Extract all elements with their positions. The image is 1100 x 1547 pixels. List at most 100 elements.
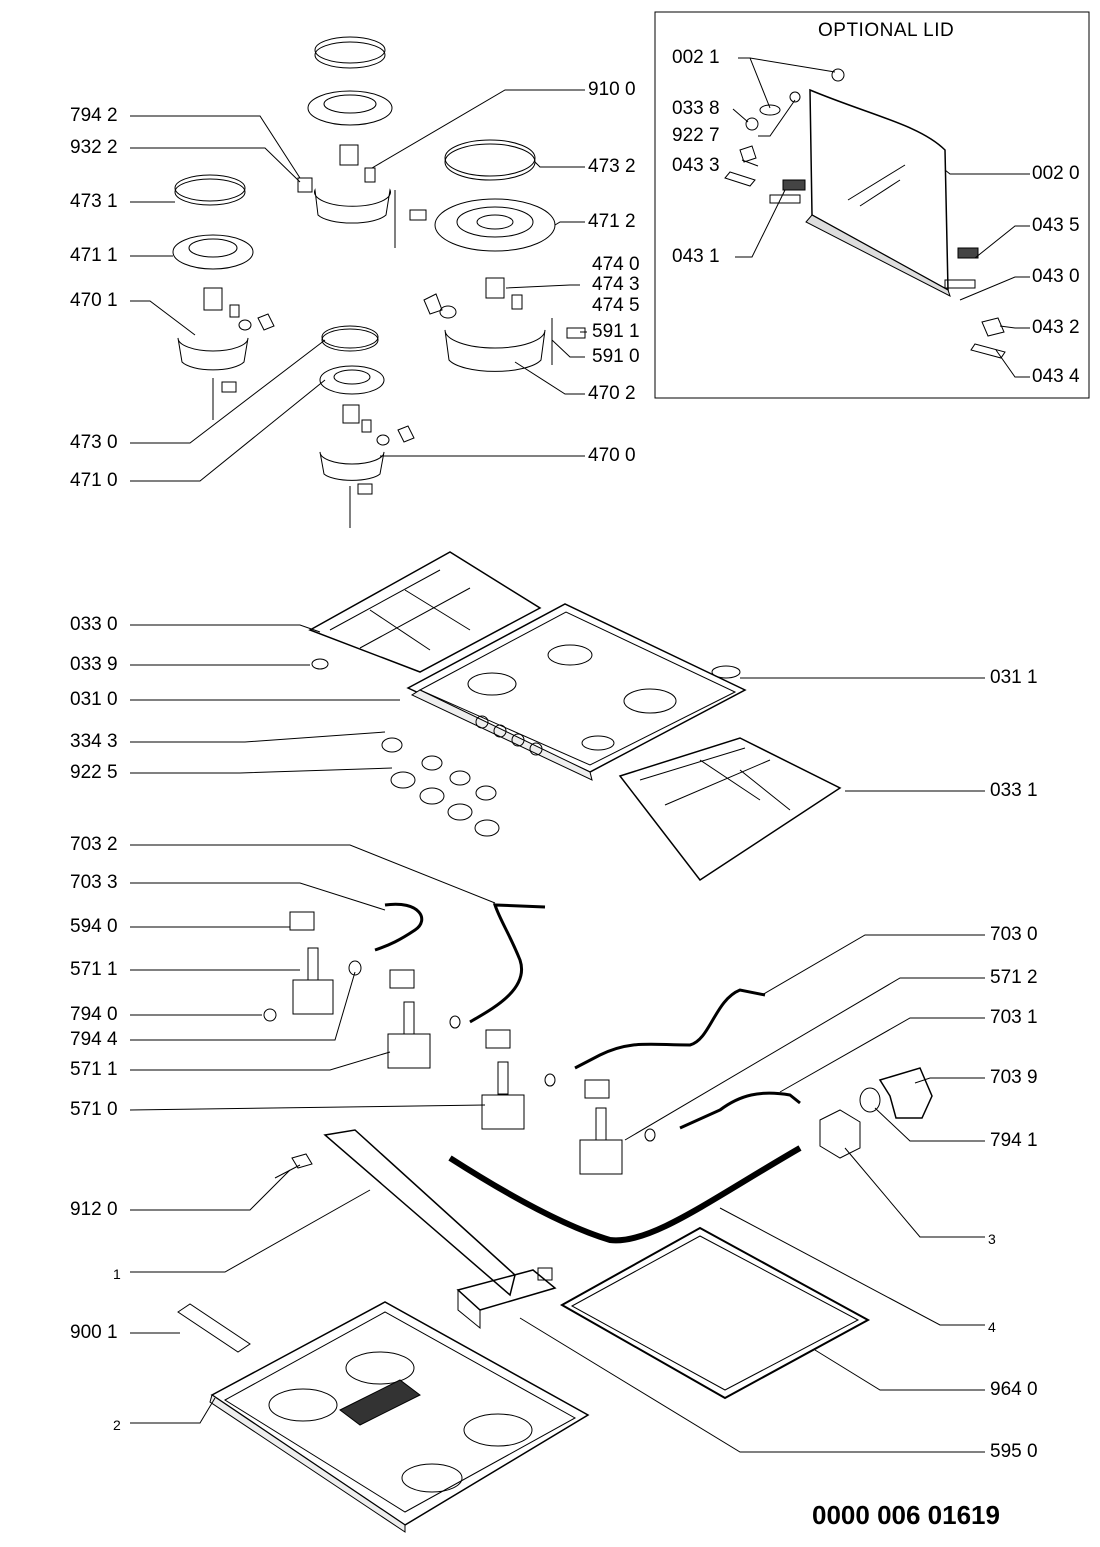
- callout-label-043-3: 043 3: [672, 155, 720, 176]
- gasket-part: [257, 313, 275, 331]
- seal-gasket-part: [559, 1226, 871, 1400]
- optional-lid-title: OPTIONAL LID: [818, 20, 955, 41]
- callout-label-043-1: 043 1: [672, 246, 720, 267]
- microswitch-part: [584, 1079, 610, 1099]
- nut-part: [819, 1109, 861, 1159]
- callout-label-571-0: 571 0: [70, 1099, 118, 1120]
- injector-part: [203, 287, 223, 311]
- document-code: 0000 006 01619: [812, 1500, 1000, 1530]
- clip-part: [409, 209, 427, 221]
- callout-label-922-5: 922 5: [70, 762, 118, 783]
- gas-valve-part: [387, 1001, 431, 1069]
- pan-support-part: [308, 551, 542, 673]
- control-bracket-part: [323, 1129, 516, 1297]
- callout-label-043-5: 043 5: [1032, 215, 1080, 236]
- microswitch-part: [289, 911, 315, 931]
- callout-label-031-0: 031 0: [70, 689, 118, 710]
- gasket-part: [376, 434, 390, 446]
- lid-bracket-part: [724, 171, 756, 187]
- callout-label-594-0: 594 0: [70, 916, 118, 937]
- lid-hinge-part: [782, 179, 806, 191]
- gas-pipe-part: [469, 903, 546, 1024]
- screw-part: [291, 1153, 313, 1169]
- burner-cap-part: [321, 328, 379, 352]
- screw-part: [364, 167, 376, 183]
- callout-label-922-7: 922 7: [672, 125, 720, 146]
- clip-part: [566, 327, 586, 339]
- lid-bracket-part: [970, 343, 1006, 359]
- gasket-part: [423, 293, 443, 315]
- vent-grille-part: [339, 1379, 421, 1426]
- lid-bracket-part: [981, 317, 1005, 337]
- clip-part: [221, 381, 237, 393]
- callout-label-703-9: 703 9: [990, 1067, 1038, 1088]
- knob-rings-part: [390, 771, 500, 837]
- callout-label-043-4: 043 4: [1032, 366, 1080, 387]
- gasket-part: [297, 177, 313, 193]
- gasket-part: [439, 305, 457, 319]
- clip-part: [357, 483, 373, 495]
- support-bracket-part: [177, 1303, 251, 1353]
- callout-label-470-0: 470 0: [588, 445, 636, 466]
- injector-part: [485, 277, 505, 299]
- callout-label-794-2: 794 2: [70, 105, 118, 126]
- pan-support-part: [618, 737, 842, 882]
- gasket-part: [348, 960, 362, 976]
- callout-label-033-8: 033 8: [672, 98, 720, 119]
- callout-label-932-2: 932 2: [70, 137, 118, 158]
- burner-spreader-part: [172, 234, 254, 270]
- lid-washer-part: [789, 91, 801, 103]
- lid-pin-part: [769, 194, 801, 204]
- callout-label-474-5: 474 5: [592, 295, 640, 316]
- callout-label-591-0: 591 0: [592, 346, 640, 367]
- burner-body-part: [319, 451, 385, 481]
- ignition-unit-part: [456, 1269, 557, 1311]
- microswitch-part: [485, 1029, 511, 1049]
- cooktop-plate-part: [406, 603, 747, 773]
- main-gas-ramp-part: [448, 1145, 802, 1244]
- callout-label-471-2: 471 2: [588, 211, 636, 232]
- callout-label-043-0: 043 0: [1032, 266, 1080, 287]
- burner-cap-part: [314, 41, 386, 69]
- callout-label-002-1: 002 1: [672, 47, 720, 68]
- gas-valve-part: [481, 1061, 525, 1130]
- callout-label-031-1: 031 1: [990, 667, 1038, 688]
- gasket-part: [238, 319, 252, 331]
- callout-label-033-0: 033 0: [70, 614, 118, 635]
- callout-label-471-1: 471 1: [70, 245, 118, 266]
- burner-hole-part: [623, 688, 677, 714]
- callout-label-794-1: 794 1: [990, 1130, 1038, 1151]
- gas-valve-part: [579, 1107, 623, 1175]
- lid-hinge-part: [957, 247, 979, 259]
- callout-label-002-0: 002 0: [1032, 163, 1080, 184]
- lid-bracket-part: [739, 145, 757, 163]
- callout-label-964-0: 964 0: [990, 1379, 1038, 1400]
- callout-label-471-0: 471 0: [70, 470, 118, 491]
- callout-label-571-2: 571 2: [990, 967, 1038, 988]
- burner-hole-part: [467, 672, 517, 696]
- burner-cap-part: [444, 143, 536, 181]
- callout-label-470-1: 470 1: [70, 290, 118, 311]
- callout-label-571-1a: 571 1: [70, 959, 118, 980]
- washer-part: [859, 1087, 881, 1113]
- burner-hole-part: [581, 735, 615, 751]
- callout-label-474-3: 474 3: [592, 274, 640, 295]
- callout-label-473-1: 473 1: [70, 191, 118, 212]
- gasket-part: [397, 425, 415, 443]
- callout-label-591-1: 591 1: [592, 321, 640, 342]
- callout-label-900-1: 900 1: [70, 1322, 118, 1343]
- injector-part: [342, 404, 360, 424]
- screw-part: [361, 419, 372, 433]
- callout-label-474-0: 474 0: [592, 254, 640, 275]
- burner-cap-part: [174, 178, 246, 206]
- gas-pipe-part: [574, 988, 766, 1070]
- callout-label-912-0: 912 0: [70, 1199, 118, 1220]
- callout-label-033-1: 033 1: [990, 780, 1038, 801]
- callout-label-043-2: 043 2: [1032, 317, 1080, 338]
- gasket-part: [449, 1015, 461, 1029]
- lid-glass-panel: [809, 88, 949, 292]
- callout-label-703-3: 703 3: [70, 872, 118, 893]
- burner-spreader-part: [307, 90, 393, 126]
- elbow-fitting-part: [878, 1067, 933, 1119]
